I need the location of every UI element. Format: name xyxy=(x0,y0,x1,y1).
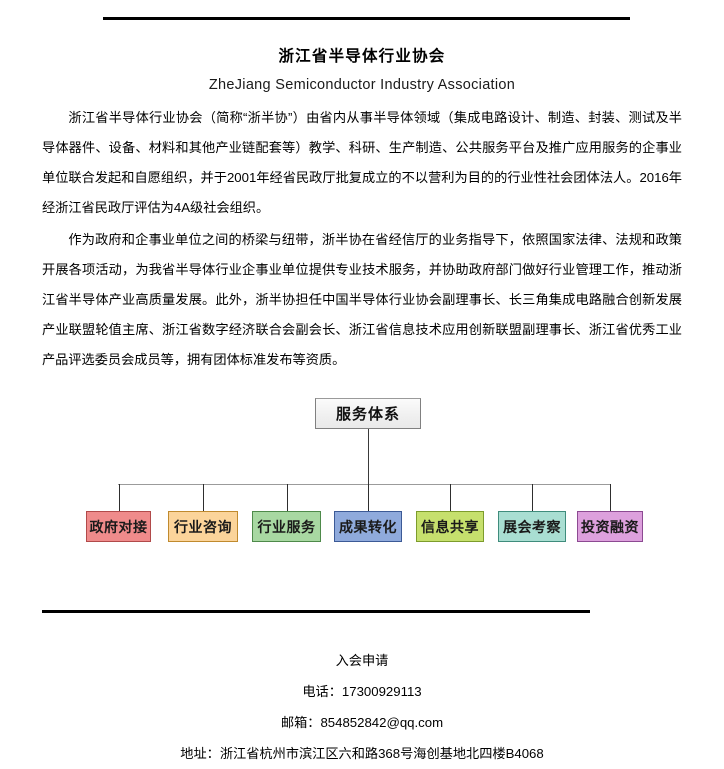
chart-leaf-node-7[interactable]: 投资融资 xyxy=(577,511,643,542)
chart-leaf-connector-4 xyxy=(368,484,369,511)
footer-phone: 电话：17300929113 xyxy=(302,684,422,699)
chart-leaf-connector-2 xyxy=(203,484,204,511)
chart-leaf-label: 信息共享 xyxy=(421,520,479,536)
chart-leaf-label: 行业服务 xyxy=(257,520,316,536)
chart-leaf-connector-7 xyxy=(610,484,611,511)
chart-leaf-label: 投资融资 xyxy=(581,520,639,536)
chart-leaf-node-5[interactable]: 信息共享 xyxy=(416,511,484,542)
paragraph-2: 作为政府和企事业单位之间的桥梁与纽带，浙半协在省经信厅的业务指导下，依照国家法律… xyxy=(42,232,682,367)
top-divider-rule xyxy=(103,17,630,20)
chart-leaf-connector-5 xyxy=(450,484,451,511)
page-title-chinese: 浙江省半导体行业协会 xyxy=(278,48,446,65)
chart-leaf-label: 成果转化 xyxy=(339,520,397,536)
paragraph-1: 浙江省半导体行业协会（简称“浙半协”）由省内从事半导体领域（集成电路设计、制造、… xyxy=(42,110,682,215)
page-title-english: ZheJiang Semiconductor Industry Associat… xyxy=(208,77,516,93)
service-system-org-chart: 服务体系 政府对接 行业咨询 行业服务 成果转化 信息共享 展会考察 投资融资 xyxy=(0,390,724,565)
footer-membership-application: 入会申请 xyxy=(335,653,389,668)
chart-leaf-row: 政府对接 行业咨询 行业服务 成果转化 信息共享 展会考察 投资融资 xyxy=(0,511,724,545)
footer-contact-block: 入会申请 电话：17300929113 邮箱：854852842@qq.com … xyxy=(0,645,724,769)
chart-root-label: 服务体系 xyxy=(335,407,400,423)
chart-leaf-node-6[interactable]: 展会考察 xyxy=(498,511,566,542)
chart-leaf-connector-6 xyxy=(532,484,533,511)
bottom-divider-rule xyxy=(42,610,590,613)
chart-leaf-node-2[interactable]: 行业咨询 xyxy=(168,511,238,542)
footer-email: 邮箱：854852842@qq.com xyxy=(280,715,444,730)
chart-leaf-label: 政府对接 xyxy=(89,520,148,536)
footer-address: 地址：浙江省杭州市滨江区六和路368号海创基地北四楼B4068 xyxy=(180,746,544,761)
body-text-block: 浙江省半导体行业协会（简称“浙半协”）由省内从事半导体领域（集成电路设计、制造、… xyxy=(42,103,682,377)
chart-leaf-node-1[interactable]: 政府对接 xyxy=(86,511,151,542)
chart-leaf-node-4[interactable]: 成果转化 xyxy=(334,511,402,542)
chart-leaf-connector-3 xyxy=(287,484,288,511)
chart-leaf-label: 行业咨询 xyxy=(174,520,232,536)
chart-horizontal-connector xyxy=(118,484,611,485)
chart-leaf-label: 展会考察 xyxy=(503,520,561,536)
chart-leaf-node-3[interactable]: 行业服务 xyxy=(252,511,321,542)
chart-root-connector xyxy=(368,429,369,485)
chart-root-node-service-system: 服务体系 xyxy=(315,398,421,429)
chart-leaf-connector-1 xyxy=(119,484,120,511)
